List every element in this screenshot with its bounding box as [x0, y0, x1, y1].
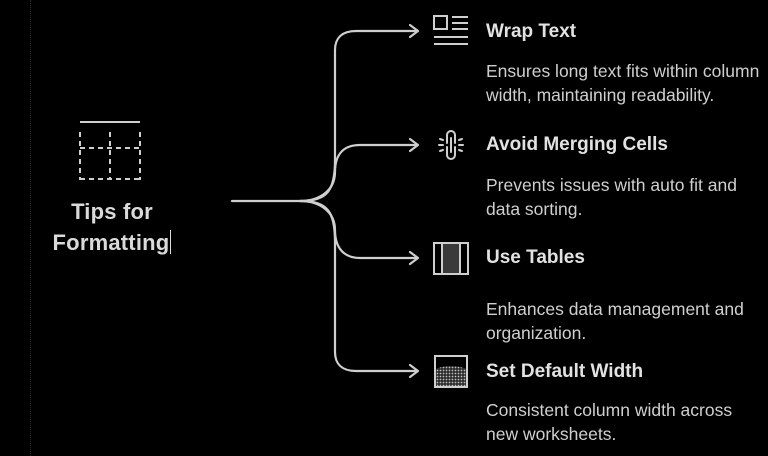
- tip-desc-set-default-width: Consistent column width across new works…: [486, 400, 733, 444]
- tip-title-wrap-text: Wrap Text: [486, 21, 577, 42]
- broken-link-icon: [430, 125, 472, 165]
- tip-title-set-default-width: Set Default Width: [486, 361, 644, 382]
- center-title-line1: Tips for: [71, 199, 153, 224]
- arrowhead-4: [408, 363, 420, 379]
- branch-to-wrap-text: [298, 29, 418, 203]
- tip-title-avoid-merging-cells: Avoid Merging Cells: [486, 134, 668, 155]
- table-columns-icon: [430, 238, 472, 278]
- wrap-text-icon: [430, 12, 472, 52]
- width-swatch-icon: [430, 351, 472, 391]
- tip-desc-avoid-merging-cells: Prevents issues with auto fit and data s…: [486, 175, 737, 219]
- branch-to-default-width: [298, 199, 418, 373]
- tip-title-use-tables: Use Tables: [486, 247, 585, 268]
- text-cursor: [170, 230, 172, 254]
- table-grid-icon: [76, 118, 144, 184]
- left-dotted-edge: [30, 0, 31, 456]
- tip-desc-use-tables: Enhances data management and organizatio…: [486, 299, 744, 343]
- arrowhead-1: [408, 23, 420, 39]
- arrowhead-3: [408, 250, 420, 266]
- center-title-line2: Formatting: [52, 230, 170, 255]
- branch-to-use-tables: [298, 199, 418, 260]
- tip-desc-wrap-text: Ensures long text fits within column wid…: [486, 61, 760, 105]
- center-title: Tips for Formatting: [40, 196, 184, 258]
- branch-to-avoid-merging: [298, 143, 418, 203]
- arrowhead-2: [408, 137, 420, 153]
